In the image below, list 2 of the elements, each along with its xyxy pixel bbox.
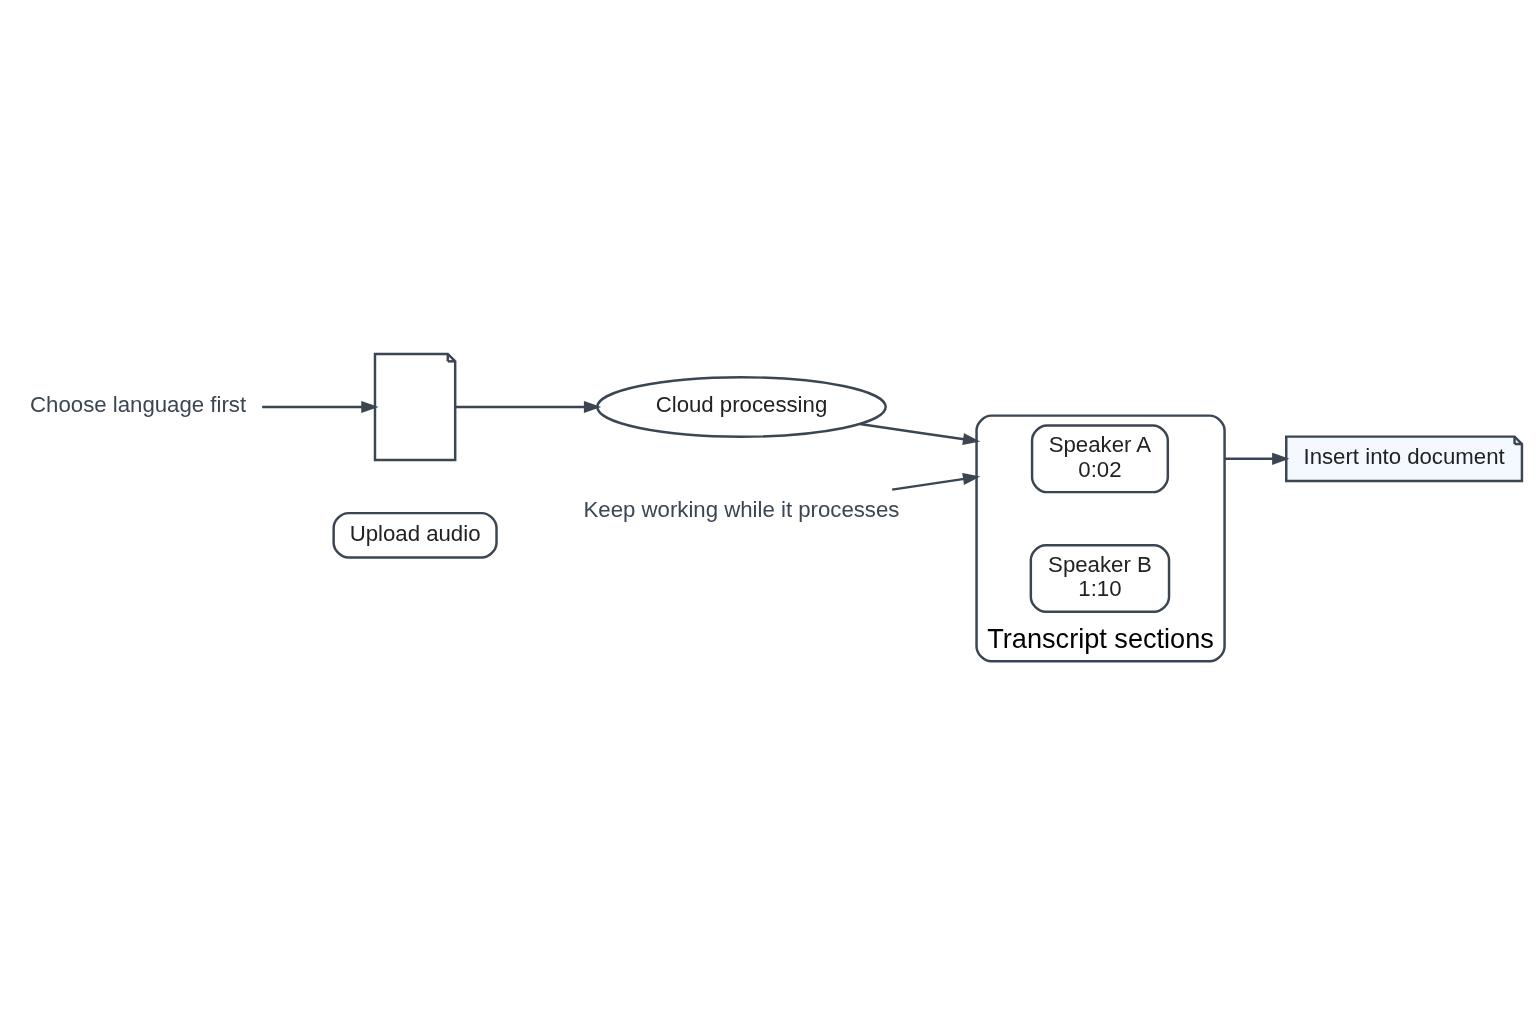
- node-text: Choose language first: [30, 391, 247, 417]
- node-text: Keep working while it processes: [583, 496, 900, 522]
